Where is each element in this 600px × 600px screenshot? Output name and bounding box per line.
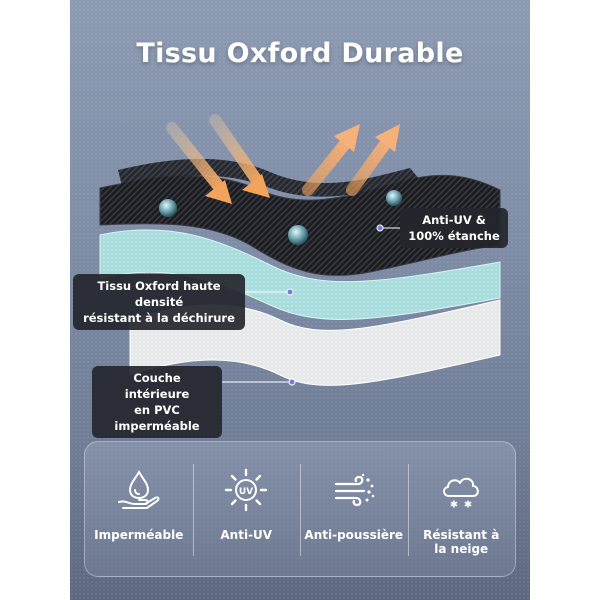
marker-dot bbox=[376, 224, 384, 232]
water-drop-hand-icon bbox=[117, 469, 160, 509]
feature-snow-resistant: Résistant à la neige bbox=[407, 442, 516, 576]
feature-label: Anti-UV bbox=[220, 528, 273, 542]
marker-dot bbox=[286, 288, 294, 296]
marker-dot bbox=[288, 378, 296, 386]
incoming-uv-arrow bbox=[166, 122, 232, 204]
fabric-layers-illustration bbox=[99, 114, 501, 386]
feature-label: Imperméable bbox=[94, 528, 184, 542]
water-bead bbox=[386, 190, 402, 206]
feature-label: Anti-poussière bbox=[304, 528, 404, 542]
incoming-uv-arrow bbox=[209, 114, 270, 198]
feature-panel: Imperméable UV Anti-UV bbox=[84, 441, 516, 577]
feature-label: Résistant à la neige bbox=[423, 528, 500, 556]
reflected-uv-arrow bbox=[302, 124, 360, 196]
uv-sun-icon: UV bbox=[225, 468, 268, 512]
feature-anti-uv: UV Anti-UV bbox=[192, 442, 301, 576]
wind-dust-icon bbox=[334, 473, 375, 507]
water-bead bbox=[288, 225, 308, 245]
svg-text:UV: UV bbox=[239, 487, 253, 497]
snow-cloud-icon bbox=[443, 477, 480, 508]
feature-waterproof: Imperméable bbox=[85, 442, 193, 576]
callout-pvc: Couche intérieure en PVC imperméable bbox=[92, 366, 222, 438]
water-bead bbox=[159, 199, 177, 217]
callout-oxford: Tissu Oxford haute densité résistant à l… bbox=[73, 274, 245, 330]
feature-anti-dust: Anti-poussière bbox=[300, 442, 408, 576]
page-title: Tissu Oxford Durable bbox=[136, 38, 464, 69]
callout-anti-uv: Anti-UV & 100% étanche bbox=[400, 208, 508, 248]
product-image: Tissu Oxford Durable bbox=[70, 0, 530, 600]
reflected-uv-arrow bbox=[346, 124, 400, 196]
